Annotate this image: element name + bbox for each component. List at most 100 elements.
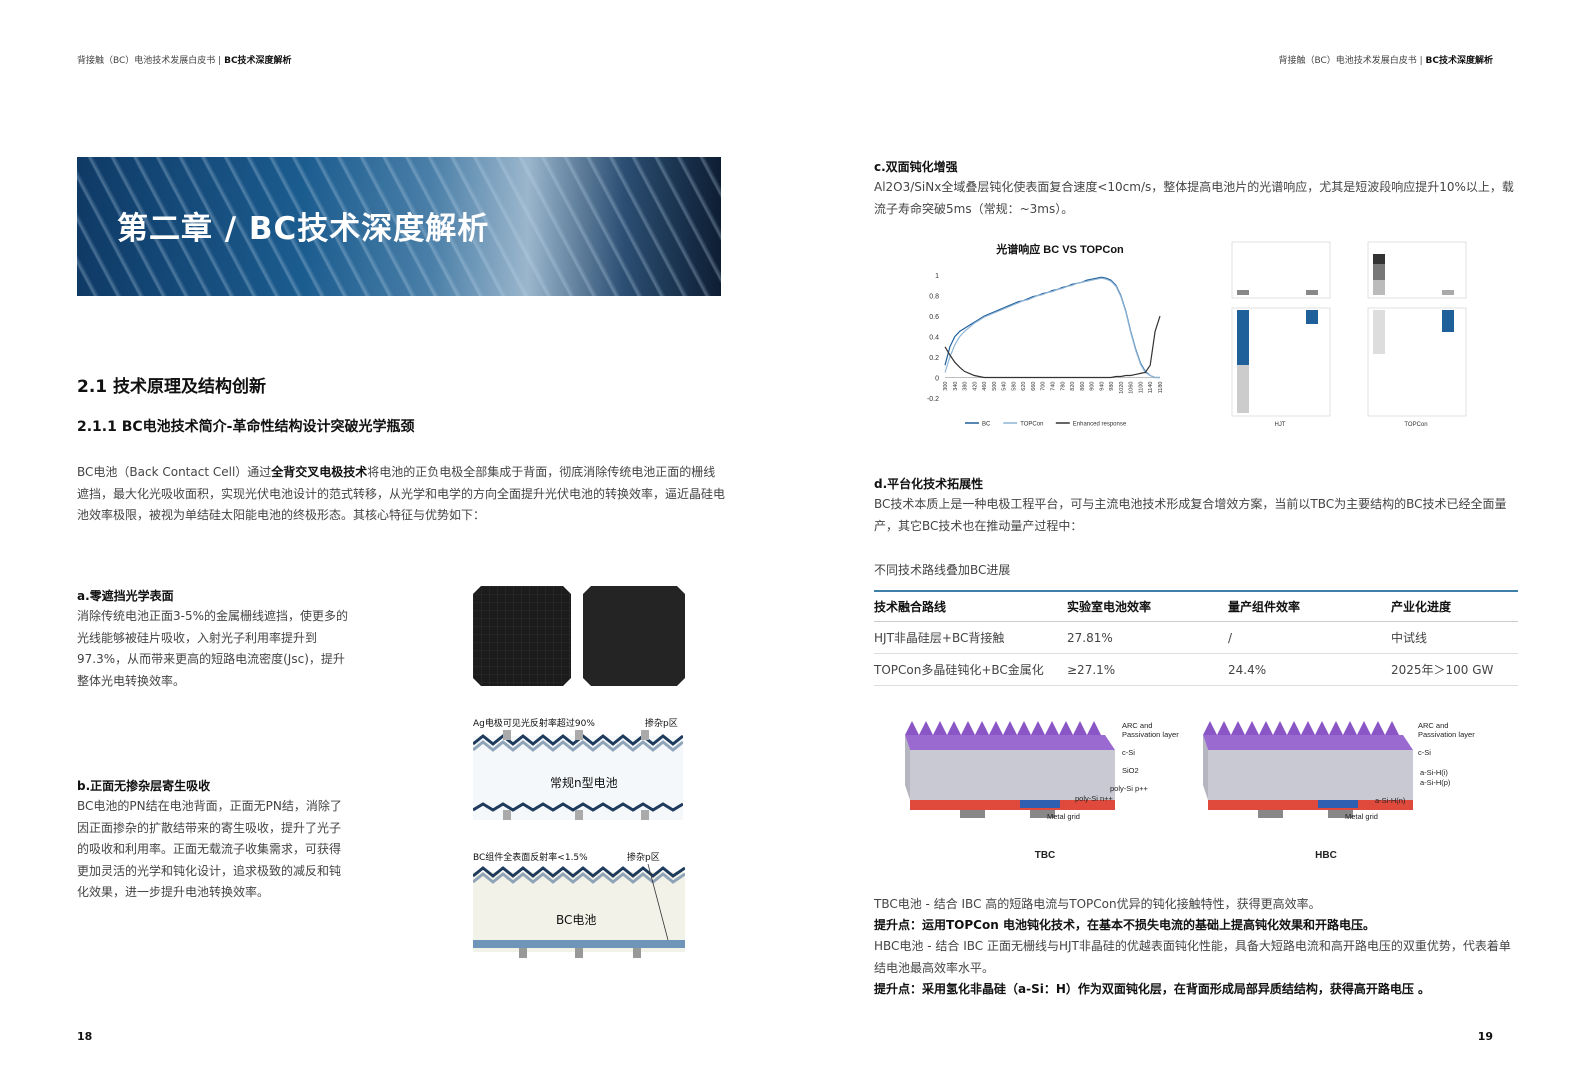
tbc-name: TBC — [1035, 850, 1056, 861]
feature-c-title: c.双面钝化增强 — [874, 160, 958, 174]
table-caption: 不同技术路线叠加BC进展 — [874, 563, 1011, 577]
page-number-right: 19 — [1477, 1030, 1493, 1043]
y-tick-label: 1 — [935, 273, 939, 280]
x-tick-label: 900 — [1090, 382, 1096, 391]
x-tick-label: 1100 — [1138, 382, 1144, 394]
solar-cell-photos — [473, 586, 685, 686]
y-tick-label: 0.2 — [929, 355, 939, 362]
header-bold: BC技术深度解析 — [1425, 56, 1493, 66]
tbc-label: ARC and — [1122, 721, 1152, 730]
legend-label: BC — [982, 422, 991, 428]
legend-label: Enhanced response — [1073, 422, 1127, 428]
chart-title: 光谱响应 BC VS TOPCon — [995, 242, 1124, 256]
table-cell: 24.4% — [1228, 653, 1391, 686]
header-text: 背接触（BC）电池技术发展白皮书 — [1278, 56, 1417, 66]
feature-b-title: b.正面无掺杂层寄生吸收 — [77, 779, 211, 793]
x-tick-label: 1060 — [1129, 382, 1135, 394]
table-cell: / — [1228, 621, 1391, 654]
x-tick-label: 740 — [1051, 382, 1057, 391]
x-tick-label: 500 — [992, 382, 998, 391]
x-tick-label: 460 — [982, 382, 988, 391]
feature-a-title: a.零遮挡光学表面 — [77, 589, 174, 603]
diagram-label: BC组件全表面反射率<1.5% — [473, 853, 588, 863]
x-tick-label: 940 — [1099, 382, 1105, 391]
table-cell: 27.81% — [1067, 621, 1228, 654]
table-header-cell: 量产组件效率 — [1228, 590, 1391, 622]
bc-cell-diagram — [473, 864, 685, 958]
table-cell: 2025年＞100 GW — [1391, 653, 1518, 686]
hbc-label: a-Si-H(p) — [1420, 778, 1451, 787]
feature-d-text: BC技术本质上是一种电极工程平台，可与主流电池技术形成复合增效方案，当前以TBC… — [874, 497, 1507, 533]
x-tick-label: 980 — [1109, 382, 1115, 391]
table-header-cell: 技术融合路线 — [874, 590, 1067, 622]
hbc-label: Metal grid — [1345, 812, 1378, 821]
tbc-note: TBC电池 - 结合 IBC 高的短路电流与TOPCon优异的钝化接触特性，获得… — [874, 897, 1321, 911]
hbc-structure-diagram: ARC and Passivation layer c-Si a-Si-H(i)… — [1203, 721, 1475, 861]
page-number-left: 18 — [77, 1030, 93, 1043]
diagram-center-label: 常规n型电池 — [550, 776, 618, 790]
x-tick-label: 1140 — [1148, 382, 1154, 394]
table-cell: HJT非晶硅层+BC背接触 — [874, 621, 1067, 654]
series-line-bc — [944, 276, 1160, 379]
table-cell: 中试线 — [1391, 621, 1518, 654]
running-header-left: 背接触（BC）电池技术发展白皮书 | BC技术深度解析 — [77, 56, 292, 66]
table-header-row: 技术融合路线 实验室电池效率 量产组件效率 产业化进度 — [874, 590, 1518, 622]
diagram-center-label: BC电池 — [556, 913, 597, 927]
legend-label: TOPCon — [1020, 422, 1043, 428]
y-tick-label: 0.8 — [929, 294, 939, 301]
feature-d-title: d.平台化技术拓展性 — [874, 477, 984, 491]
x-tick-label: 860 — [1080, 382, 1086, 391]
y-tick-label: 0 — [935, 376, 939, 383]
x-tick-label: 420 — [972, 382, 978, 391]
y-tick-label: -0.2 — [927, 396, 939, 403]
spectral-response-chart: 光谱响应 BC VS TOPCon 10.80.60.40.20-0.2 300… — [927, 242, 1164, 428]
diagram-label: 掺杂p区 — [645, 719, 678, 729]
feature-b-text: BC电池的PN结在电池背面，正面无PN结，消除了因正面掺杂的扩散结带来的寄生吸收… — [77, 799, 342, 899]
x-tick-label: 1180 — [1158, 382, 1164, 394]
series-line-topcon — [944, 277, 1160, 379]
x-tick-label: 580 — [1011, 382, 1017, 391]
table-cell: TOPCon多晶硅钝化+BC金属化 — [874, 653, 1067, 686]
feature-c-text: Al2O3/SiNx全域叠层钝化使表面复合速度<10cm/s，整体提高电池片的光… — [874, 180, 1514, 216]
x-tick-label: 820 — [1070, 382, 1076, 391]
hbc-name: HBC — [1315, 850, 1337, 861]
x-tick-label: 660 — [1031, 382, 1037, 391]
table-cell: ≥27.1% — [1067, 653, 1228, 686]
y-tick-label: 0.4 — [929, 335, 939, 342]
tbc-label: Passivation layer — [1122, 730, 1179, 739]
chapter-title: 第二章 / BC技术深度解析 — [117, 211, 490, 247]
hbc-note: HBC电池 - 结合 IBC 正面无栅线与HJT非晶硅的优越表面钝化性能，具备大… — [874, 939, 1511, 975]
diagram-label: 掺杂p区 — [627, 853, 660, 863]
diagram-label: Ag电极可见光反射率超过90% — [473, 719, 595, 729]
tbc-label: poly-Si p++ — [1110, 784, 1149, 793]
running-header-right: 背接触（BC）电池技术发展白皮书 | BC技术深度解析 — [1278, 56, 1493, 66]
x-tick-label: 620 — [1021, 382, 1027, 391]
tbc-point: 提升点：运用TOPCon 电池钝化技术，在基本不损失电流的基础上提高钝化效果和开… — [874, 918, 1375, 932]
intro-paragraph: BC电池（Back Contact Cell）通过全背交叉电极技术将电池的正负电… — [77, 465, 726, 522]
x-tick-label: 300 — [943, 382, 949, 391]
hbc-label: a-Si-H(i) — [1420, 768, 1448, 777]
tbc-label: poly-Si n++ — [1075, 794, 1114, 803]
tbc-label: Metal grid — [1047, 812, 1080, 821]
header-text: 背接触（BC）电池技术发展白皮书 — [77, 56, 216, 66]
subsection-title: 2.1.1 BC电池技术简介-革命性结构设计突破光学瓶颈 — [77, 419, 415, 435]
x-tick-label: 340 — [953, 382, 959, 391]
bc-cell — [583, 586, 685, 686]
loss-panels: HJT TOPCon — [1231, 241, 1467, 428]
feature-a-text: 消除传统电池正面3-5%的金属栅线遮挡，使更多的光线能够被硅片吸收，入射光子利用… — [77, 609, 349, 688]
header-bold: BC技术深度解析 — [224, 56, 292, 66]
topcon-label: TOPCon — [1404, 422, 1427, 428]
tbc-structure-diagram: ARC and Passivation layer c-Si SiO2 poly… — [905, 721, 1179, 861]
x-tick-label: 380 — [963, 382, 969, 391]
x-tick-label: 540 — [1002, 382, 1008, 391]
tech-route-table: 技术融合路线 实验室电池效率 量产组件效率 产业化进度 HJT非晶硅层+BC背接… — [874, 590, 1518, 686]
hbc-label: c-Si — [1418, 748, 1431, 757]
hbc-point: 提升点：采用氢化非晶硅（a-Si：H）作为双面钝化层，在背面形成局部异质结结构，… — [874, 982, 1431, 996]
x-tick-label: 1020 — [1119, 382, 1125, 394]
table-row: TOPCon多晶硅钝化+BC金属化 ≥27.1% 24.4% 2025年＞100… — [874, 653, 1518, 686]
hbc-label: Passivation layer — [1418, 730, 1475, 739]
hbc-label: ARC and — [1418, 721, 1448, 730]
tbc-label: c-Si — [1122, 748, 1135, 757]
conventional-cell-diagram — [473, 730, 683, 820]
hjt-label: HJT — [1275, 422, 1286, 428]
